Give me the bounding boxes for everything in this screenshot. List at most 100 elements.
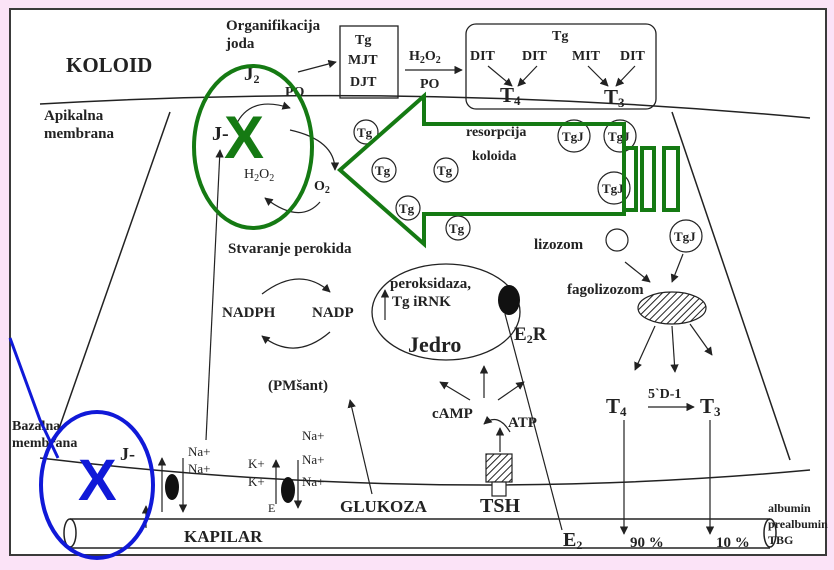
tg-mjt-djt-box [339,25,399,99]
label-tg-right: Tg [552,29,568,44]
coupling-box [465,23,657,110]
green-bar-1 [622,146,638,212]
label-kapilar: KAPILAR [184,527,263,546]
arrow-dit2 [517,65,538,87]
label-na4: Na+ [302,452,325,467]
label-tg-irnk: Tg iRNK [392,294,451,310]
arrow-fago-2 [670,325,679,373]
cell-right-wall [671,111,791,461]
arrow-camp-1 [439,381,471,401]
label-glukoza: GLUKOZA [340,497,428,516]
label-atp: ATP [508,415,537,431]
arrow-mit [587,65,609,87]
label-membrana-top: membrana [44,126,114,142]
label-na3: Na+ [302,428,325,443]
label-k1: K+ [248,456,265,471]
green-resorption-arrow [336,91,626,249]
tg-circle-1: Tg [353,119,379,145]
label-lizozom: lizozom [534,237,584,253]
label-j-minus: J- [212,123,229,145]
fagolizozom-shape [637,291,707,325]
label-resorpcija: resorpcija [466,125,526,140]
cell-left-wall [54,111,171,441]
label-bazalna: Bazalna [12,419,60,434]
arrow-fago-3 [689,323,713,356]
tsh-receptor-stem [491,481,507,497]
arrow-camp-3 [497,381,525,401]
arrow-o2-to-h2o2 [264,197,321,214]
label-5d1: 5`D-1 [648,387,681,402]
tgj-circle-3: TgJ [597,171,631,205]
arrow-j2-to-box [297,59,337,73]
arrow-glukoza-up [347,399,373,495]
label-e2r: E2R [514,324,547,346]
arrow-nadph-top [261,278,331,295]
label-membrana-bottom: membrana [12,436,77,451]
svg-text:Tg: Tg [357,125,373,140]
label-t3-low: T3 [700,394,721,419]
label-tsh: TSH [480,495,520,517]
label-mjt: MJT [348,53,378,68]
svg-text:TgJ: TgJ [674,229,696,244]
tgj-circle-1: TgJ [557,119,591,153]
svg-text:Tg: Tg [437,163,453,178]
arrow-dit1 [487,65,513,87]
nis-transporter [165,474,179,500]
jedro-ellipse [371,263,521,361]
label-fagolizozom: fagolizozom [567,282,644,298]
label-k2: K+ [248,474,265,489]
capillary [63,518,777,549]
svg-text:Tg: Tg [399,201,415,216]
label-nadp: NADP [312,305,354,321]
label-peroksidaza: peroksidaza, [390,276,471,292]
label-e2: E2 [563,529,582,552]
svg-text:TgJ: TgJ [608,129,630,144]
label-organifikacija: Organifikacija [226,18,321,34]
label-nadph: NADPH [222,305,276,321]
label-apikalna: Apikalna [44,108,104,124]
green-bar-2 [640,146,656,212]
arrow-tgj-to-fago [670,253,684,283]
label-jedro: Jedro [408,332,461,357]
e2-path [504,313,563,531]
label-camp: cAMP [432,406,473,422]
green-highlight-ellipse [192,64,314,230]
tsh-receptor [485,453,513,483]
label-h2o2-mid: H2O2 [244,167,274,184]
label-po2: PO [420,77,440,92]
label-10pct: 10 % [716,535,750,551]
label-dit2: DIT [522,49,548,64]
label-na2: Na+ [188,461,211,476]
arrow-lizozom-to-fago [624,261,651,283]
svg-text:TgJ: TgJ [562,129,584,144]
arrow-dit3 [615,65,636,87]
arrow-nadp-bottom [261,331,331,349]
label-na5: Na+ [302,474,325,489]
green-x-mark: X [224,104,264,171]
arrow-jminus-up [235,101,291,126]
green-bar-3 [662,146,680,212]
tg-circle-3: Tg [433,157,459,183]
label-j2: J2 [244,64,260,86]
tgj-circle-4: TgJ [669,219,703,253]
lizozom-circle [605,228,629,252]
label-90pct: 90 % [630,535,664,551]
svg-text:TgJ: TgJ [602,181,624,196]
arrow-fago-1 [634,325,656,371]
label-joda: joda [225,36,255,52]
label-stvaranje: Stvaranje perokida [228,241,352,257]
label-t4: T4 [500,83,521,108]
label-tg-box: Tg [355,33,371,48]
label-prealbumin: prealbumin [768,517,828,531]
tg-circle-2: Tg [371,157,397,183]
blue-x-mark: X [78,448,117,513]
label-djt: DJT [350,75,377,90]
label-tbg: TBG [768,533,793,547]
label-h2o2-top: H2O2 [409,49,441,66]
label-albumin: albumin [768,501,811,515]
label-t3: T3 [604,85,625,110]
label-o2: O2 [314,179,330,196]
arrow-atp-camp [483,415,511,433]
